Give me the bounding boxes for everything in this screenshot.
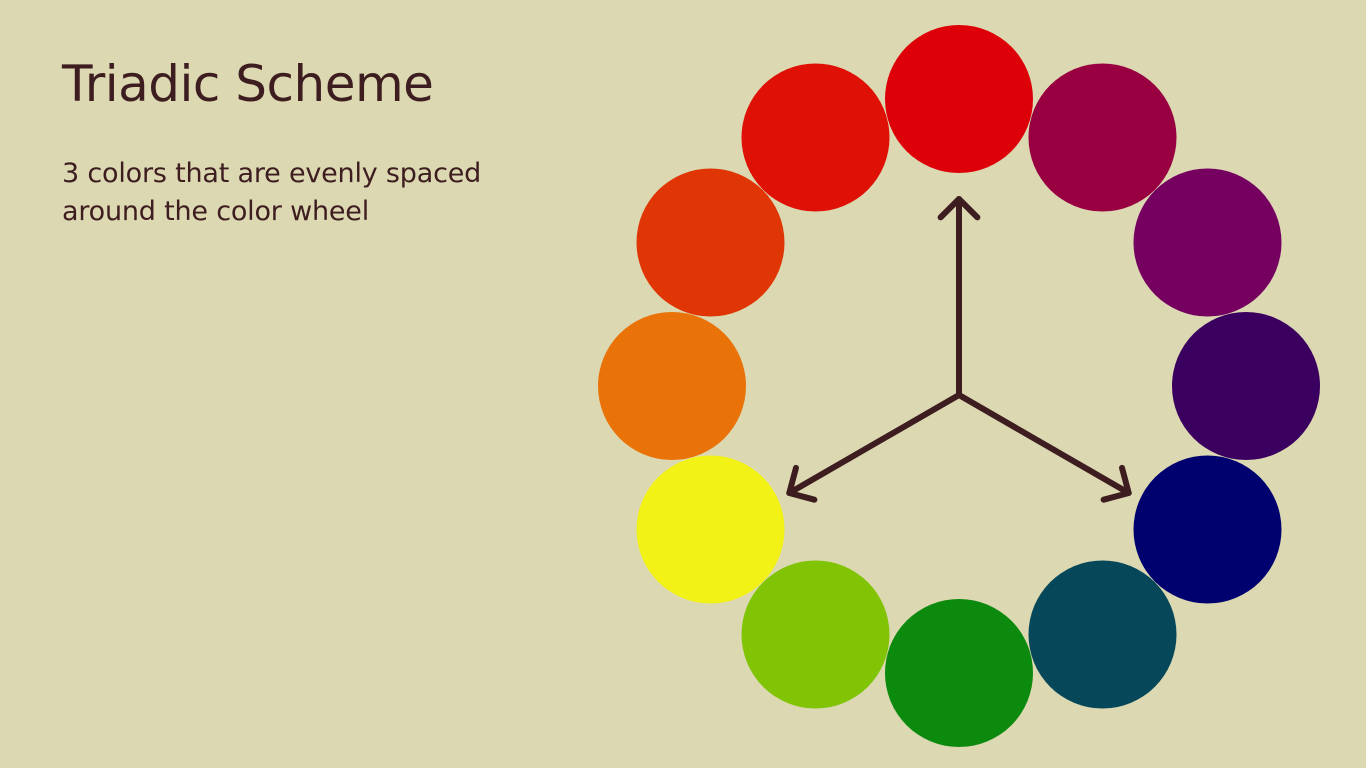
- triad-arrows: [786, 196, 1132, 503]
- arrow-to-blue: [956, 392, 1132, 503]
- swatch-orange: [636, 168, 785, 317]
- slide-title: Triadic Scheme: [62, 55, 434, 113]
- swatch-blue: [1133, 455, 1282, 604]
- slide-description: 3 colors that are evenly spaced around t…: [62, 158, 482, 227]
- arrow-head: [1100, 464, 1132, 503]
- arrow-to-yellow: [786, 392, 962, 503]
- swatch-green: [885, 599, 1033, 747]
- arrow-to-red: [937, 196, 981, 398]
- swatch-yellow: [636, 455, 785, 604]
- arrow-shaft: [956, 392, 1132, 496]
- swatch-yellow-green: [741, 560, 890, 709]
- swatch-blue-green: [1028, 560, 1177, 709]
- swatch-red-orange: [741, 63, 890, 212]
- color-swatches: [598, 25, 1320, 747]
- swatch-red-violet: [1028, 63, 1177, 212]
- swatch-red: [885, 25, 1033, 173]
- swatch-yellow-orange: [598, 312, 746, 460]
- swatch-blue-violet: [1172, 312, 1320, 460]
- arrow-head: [937, 196, 981, 221]
- arrow-shaft: [786, 392, 962, 496]
- swatch-violet: [1133, 168, 1282, 317]
- arrow-head: [786, 464, 818, 503]
